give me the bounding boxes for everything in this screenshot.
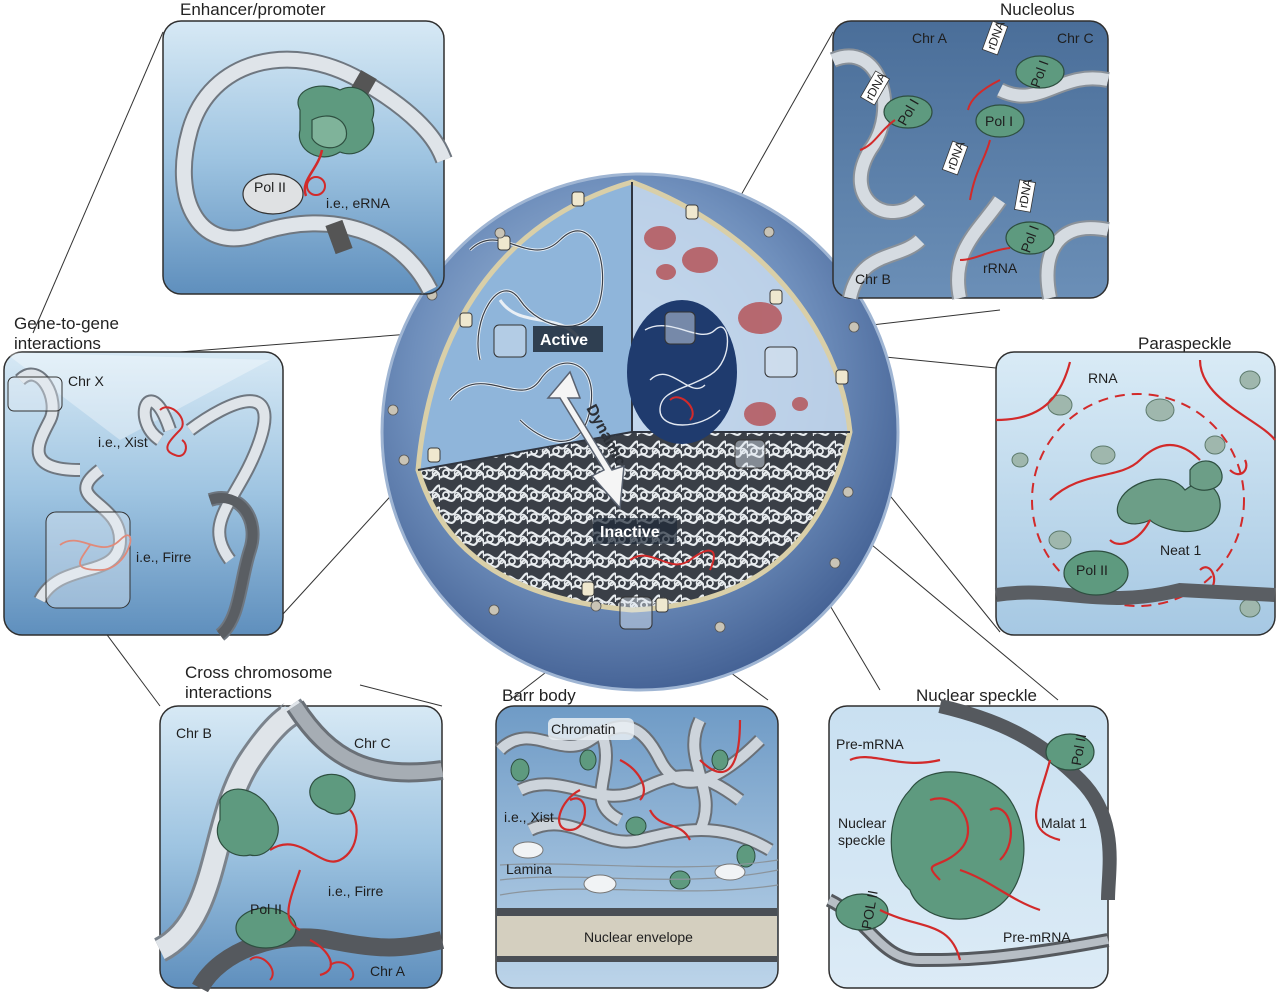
gene-title-line2: interactions (14, 334, 101, 353)
nuclear-speckle-panel: Pre-mRNA Nuclear speckle Malat 1 Pre-mRN… (825, 699, 1117, 989)
speckle-pre-1: Pre-mRNA (836, 736, 904, 752)
gene-firre: i.e., Firre (136, 549, 191, 565)
cross-chr-c: Chr C (354, 735, 391, 751)
cross-chromosome-panel: Chr B Chr C i.e., Firre Pol II Chr A (153, 698, 445, 992)
nucleolus-chr-c: Chr C (1057, 30, 1094, 46)
inactive-label: Inactive (600, 524, 660, 541)
speckle-speckle: speckle (838, 832, 886, 848)
gene-chr-x: Chr X (68, 373, 104, 389)
enhancer-promoter-panel: Pol II i.e., eRNA (162, 20, 453, 295)
paraspeckle-title: Paraspeckle (1138, 334, 1232, 353)
gene-xist: i.e., Xist (98, 434, 148, 450)
rdna-label-4: rDNA (1016, 178, 1035, 209)
gene-title-line1: Gene-to-gene (14, 314, 119, 333)
paraspeckle-rna: RNA (1088, 370, 1118, 386)
cross-chr-b: Chr B (176, 725, 212, 741)
enhancer-rna-label: i.e., eRNA (326, 195, 390, 211)
cross-firre: i.e., Firre (328, 883, 383, 899)
nucleolus-title: Nucleolus (1000, 0, 1075, 19)
paraspeckle-pol: Pol II (1076, 562, 1108, 578)
barr-body-panel: Chromatin i.e., Xist Lamina Nuclear enve… (495, 705, 779, 989)
barr-title: Barr body (502, 686, 576, 705)
barr-chromatin: Chromatin (551, 721, 616, 737)
cross-title-line2: interactions (185, 683, 272, 702)
nucleolus-panel: Pol I Pol I Pol I Pol I rDNA rDNA rDNA r… (829, 19, 1110, 301)
barr-lamina: Lamina (506, 861, 552, 877)
speckle-title: Nuclear speckle (916, 686, 1037, 705)
speckle-pol-1: Pol II (1068, 732, 1089, 766)
speckle-malat: Malat 1 (1041, 815, 1087, 831)
cross-chr-a: Chr A (370, 963, 406, 979)
barr-envelope: Nuclear envelope (584, 929, 693, 945)
nucleolus-chr-a: Chr A (912, 30, 948, 46)
nucleus: Dynamic Active Inactive (380, 172, 900, 692)
speckle-pol-2: POL II (858, 889, 881, 930)
enhancer-pol-label: Pol II (254, 179, 286, 195)
paraspeckle-neat: Neat 1 (1160, 542, 1201, 558)
nucleolus-pol-label-3: Pol I (985, 113, 1013, 129)
cross-title-line1: Cross chromosome (185, 663, 333, 682)
enhancer-title: Enhancer/promoter (180, 0, 326, 19)
paraspeckle-panel: RNA Neat 1 Pol II (994, 351, 1276, 636)
speckle-pre-2: Pre-mRNA (1003, 929, 1071, 945)
nucleolus-chr-b: Chr B (855, 271, 891, 287)
speckle-nuclear: Nuclear (838, 815, 887, 831)
cross-pol: Pol II (250, 901, 282, 917)
rrna-label: rRNA (983, 260, 1018, 276)
barr-xist: i.e., Xist (504, 809, 554, 825)
active-label: Active (540, 332, 588, 349)
gene-to-gene-panel: Chr X i.e., Xist i.e., Firre (3, 351, 284, 641)
